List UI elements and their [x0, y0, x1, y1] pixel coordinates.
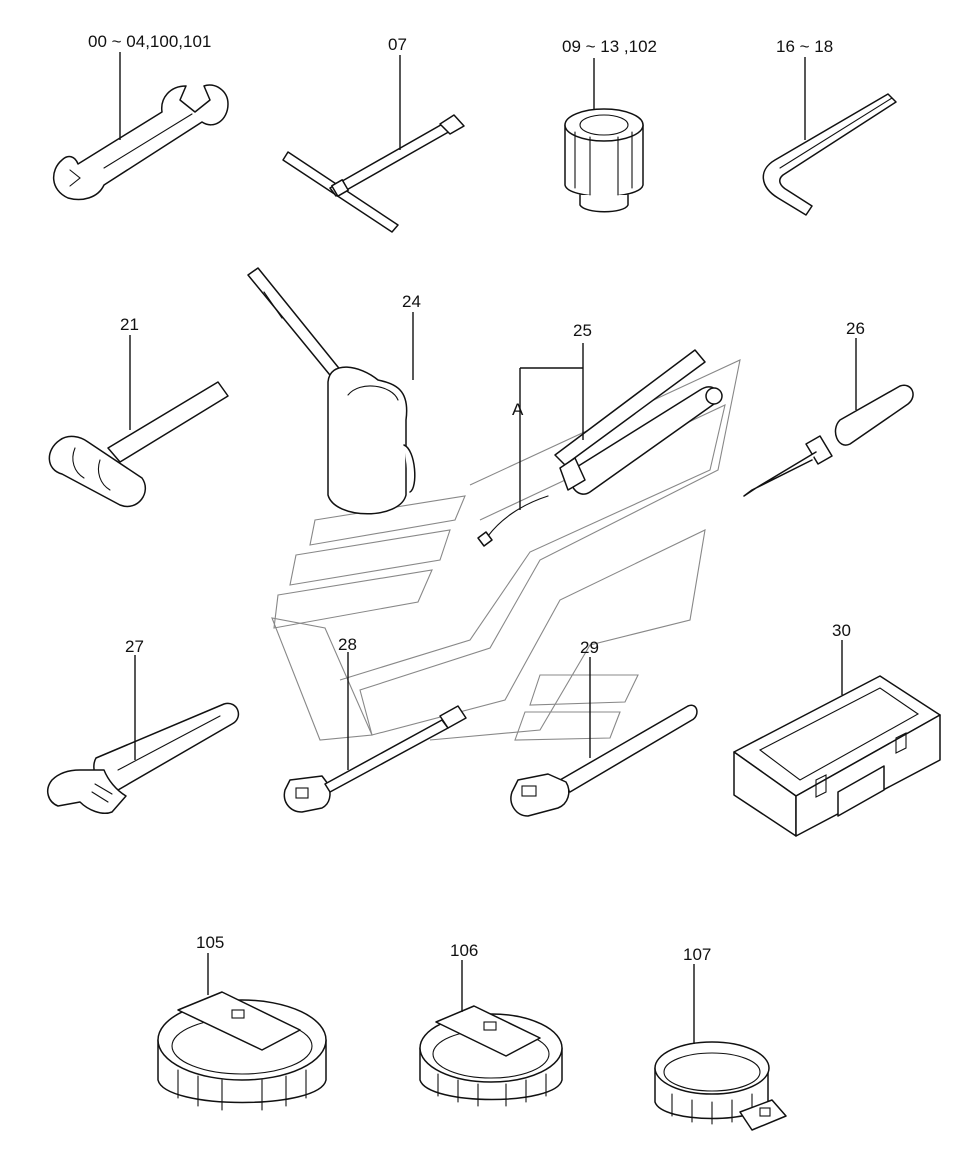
socket-drawing — [564, 108, 644, 213]
adjustable-wrench-label: 27 — [125, 637, 144, 656]
filter-wrench-c-label: 107 — [683, 945, 711, 964]
ratchet-handle-label: 29 — [580, 638, 599, 657]
adjustable-wrench-drawing — [47, 702, 240, 814]
hammer-label: 21 — [120, 315, 139, 334]
grease-gun-label: 25 — [573, 321, 592, 340]
ratchet-handle-drawing — [510, 704, 698, 817]
grease-gun-drawing — [477, 349, 723, 547]
t-socket-wrench-drawing — [282, 114, 465, 233]
filter-wrench-a-label: 105 — [196, 933, 224, 952]
t-socket-wrench-label: 07 — [388, 35, 407, 54]
wrench-drawing — [53, 84, 229, 201]
grease-nozzle-label: A — [512, 400, 524, 419]
socket-extension-label: 28 — [338, 635, 357, 654]
filter-wrench-c-drawing — [654, 1041, 787, 1131]
filter-wrench-b-label: 106 — [450, 941, 478, 960]
screwdriver-label: 26 — [846, 319, 865, 338]
hex-key-label: 16 ~ 18 — [776, 37, 833, 56]
wrench-label: 00 ~ 04,100,101 — [88, 32, 211, 51]
tool-box-drawing — [733, 675, 941, 837]
filter-wrench-b-drawing — [419, 1005, 563, 1107]
screwdriver-drawing — [743, 384, 914, 497]
hammer-drawing — [48, 381, 229, 508]
oil-can-drawing — [247, 267, 416, 515]
socket-label: 09 ~ 13 ,102 — [562, 37, 657, 56]
oil-can-label: 24 — [402, 292, 421, 311]
filter-wrench-a-drawing — [157, 991, 327, 1111]
hex-key-drawing — [762, 93, 897, 216]
socket-extension-drawing — [283, 705, 467, 813]
tool-box-label: 30 — [832, 621, 851, 640]
